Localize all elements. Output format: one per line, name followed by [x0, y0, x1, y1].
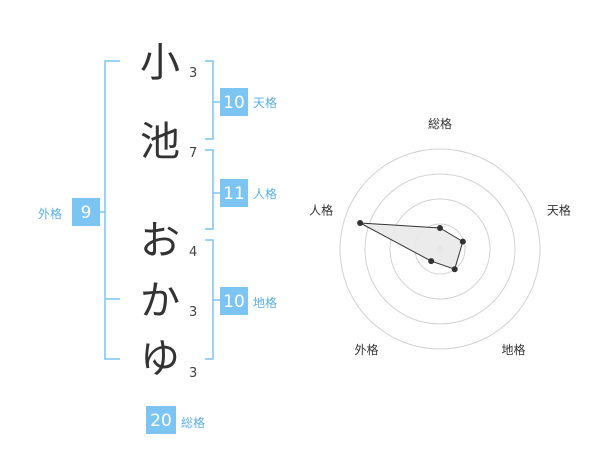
radar-ring-4	[339, 148, 541, 350]
tenkaku-label: 天格	[253, 95, 277, 110]
tenkaku-value: 10	[223, 93, 245, 113]
radar-ring-3	[364, 173, 516, 325]
soukaku-value: 20	[150, 411, 172, 431]
radar-axis-label-5: 人格	[309, 202, 333, 217]
chikaku-box: 10 地格	[220, 287, 277, 315]
radar-axis-label-3: 地格	[501, 342, 525, 357]
radar-point-2	[459, 238, 466, 245]
jinkaku-value: 11	[223, 184, 245, 204]
radar-axis-label-4: 外格	[354, 342, 378, 357]
stroke-count-4: 3	[189, 305, 197, 320]
radar-point-1	[437, 225, 443, 231]
stroke-counts: 3 7 4 3 3	[189, 66, 197, 381]
soukaku-label: 総格	[181, 415, 205, 430]
jinkaku-label: 人格	[253, 186, 277, 201]
chikaku-bracket	[205, 239, 214, 360]
jinkaku-bracket	[205, 149, 214, 230]
name-char-2: 池	[140, 119, 180, 165]
name-char-4: か	[140, 278, 180, 324]
name-char-5: ゆ	[140, 336, 180, 382]
gaikaku-value: 9	[81, 203, 92, 223]
radar-series-polygon	[359, 222, 464, 270]
chikaku-label: 地格	[253, 295, 277, 310]
radar-point-3	[451, 266, 458, 273]
radar-axis-label-2: 天格	[547, 202, 571, 217]
chikaku-value: 10	[223, 292, 245, 312]
tenkaku-bracket	[205, 60, 214, 140]
radar-axis-label-1: 総格	[428, 116, 452, 131]
tenkaku-box: 10 天格	[220, 88, 277, 116]
soukaku-box: 20 総格	[146, 406, 205, 434]
stroke-count-1: 3	[189, 66, 197, 81]
stroke-count-2: 7	[189, 146, 197, 161]
radar-point-5	[357, 220, 364, 227]
radar-point-4	[428, 258, 435, 265]
stroke-count-3: 4	[189, 245, 197, 260]
name-char-1: 小	[140, 40, 180, 86]
radar-ring-2	[389, 198, 491, 300]
jinkaku-box: 11 人格	[220, 179, 277, 207]
name-char-3: お	[140, 218, 180, 264]
gaikaku-label: 外格	[38, 206, 62, 221]
radar-points	[357, 220, 466, 273]
name-characters: 小 池 お か ゆ	[140, 40, 180, 382]
stroke-count-5: 3	[189, 366, 197, 381]
gaikaku-box: 外格 9	[38, 198, 100, 226]
gaikaku-bracket	[104, 60, 120, 360]
